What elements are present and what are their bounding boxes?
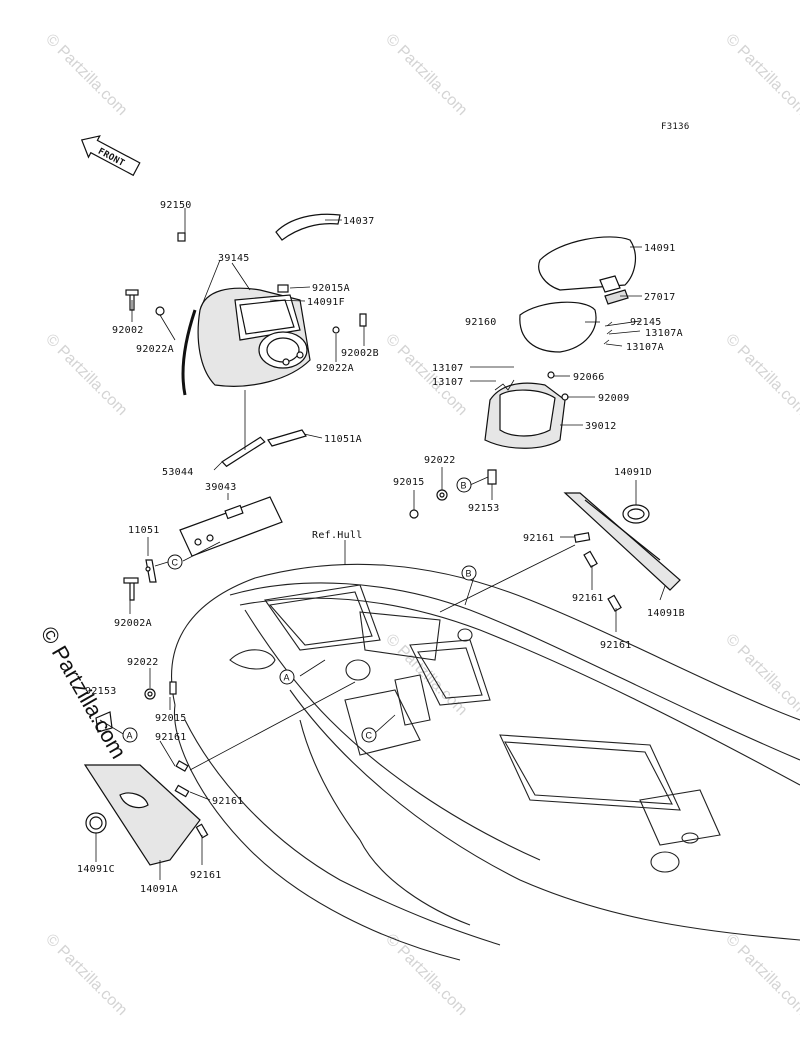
part-label: 92161	[600, 640, 632, 651]
callout-b-label: B	[461, 481, 467, 491]
part-label: 39012	[585, 421, 617, 432]
part-label: 39043	[205, 482, 237, 493]
part-label: 14091F	[307, 297, 345, 308]
part-label: 92161	[212, 796, 244, 807]
callout-c-label: C	[172, 558, 179, 568]
part-label: 92022	[127, 657, 159, 668]
watermark-large: © Partzilla.com	[36, 622, 132, 763]
part-label: 14091C	[77, 864, 115, 875]
leader-lines	[95, 208, 666, 880]
part-label: 92161	[190, 870, 222, 881]
watermark: © Partzilla.com	[382, 931, 470, 1019]
part-label: 13107A	[626, 342, 664, 353]
callout-a	[122, 727, 138, 743]
part-label: 92015A	[312, 283, 350, 294]
part-label: 39145	[218, 253, 250, 264]
part-label: 11051	[128, 525, 160, 536]
part-label: 92002	[112, 325, 144, 336]
part-label: 14091D	[614, 467, 652, 478]
callout-a-label: A	[127, 731, 133, 741]
part-label: 13107	[432, 377, 464, 388]
part-label: 92002B	[341, 348, 379, 359]
part-label: 92022A	[316, 363, 354, 374]
part-label: 92161	[572, 593, 604, 604]
part-label: 13107	[432, 363, 464, 374]
part-label: 14091A	[140, 884, 178, 895]
part-labels: 92150 14037 39145 92015A 14091F 92002 92…	[77, 200, 685, 895]
watermark: © Partzilla.com	[722, 631, 800, 719]
part-label: 92022A	[136, 344, 174, 355]
part-label: 92066	[573, 372, 605, 383]
part-label: 13107A	[645, 328, 683, 339]
part-label: 92153	[468, 503, 500, 514]
part-label: 92002A	[114, 618, 152, 629]
watermark: © Partzilla.com	[42, 331, 130, 419]
callout-c-label: C	[366, 731, 373, 741]
hull	[171, 563, 800, 961]
callout-a-label: A	[284, 673, 290, 683]
front-arrow: FRONT	[80, 135, 141, 177]
part-label: 14037	[343, 216, 375, 227]
part-label: 14091	[644, 243, 676, 254]
callout-b	[456, 477, 472, 493]
right-side-panel	[563, 492, 681, 612]
part-label: 92015	[393, 477, 425, 488]
part-label: 92015	[155, 713, 187, 724]
part-label: 92161	[155, 732, 187, 743]
watermark: © Partzilla.com	[42, 31, 130, 119]
part-label: 92161	[523, 533, 555, 544]
callout-b	[461, 565, 477, 581]
part-label: 11051A	[324, 434, 362, 445]
hull-label: Ref.Hull	[312, 530, 363, 541]
callout-c	[167, 554, 183, 570]
callout-a	[279, 669, 295, 685]
part-label: 92022	[424, 455, 456, 466]
watermark: © Partzilla.com	[722, 931, 800, 1019]
watermark: © Partzilla.com	[382, 331, 470, 419]
bracket-39043	[123, 496, 283, 601]
storage-assembly	[409, 236, 637, 519]
part-label: 92150	[160, 200, 192, 211]
watermark: © Partzilla.com	[722, 331, 800, 419]
callout-circles: C A B B A C	[122, 477, 477, 743]
part-label: 92160	[465, 317, 497, 328]
part-label: 92145	[630, 317, 662, 328]
part-label: 92009	[598, 393, 630, 404]
watermark: © Partzilla.com	[722, 31, 800, 119]
watermark: © Partzilla.com	[42, 931, 130, 1019]
part-label: 14091B	[647, 608, 685, 619]
callout-b-label: B	[466, 569, 472, 579]
part-label: 53044	[162, 467, 194, 478]
figure-code: F3136	[661, 122, 690, 132]
callout-c	[361, 727, 377, 743]
dash-panel-assembly	[125, 213, 367, 468]
part-label: 92153	[85, 686, 117, 697]
watermark: © Partzilla.com	[382, 31, 470, 119]
part-label: 27017	[644, 292, 676, 303]
